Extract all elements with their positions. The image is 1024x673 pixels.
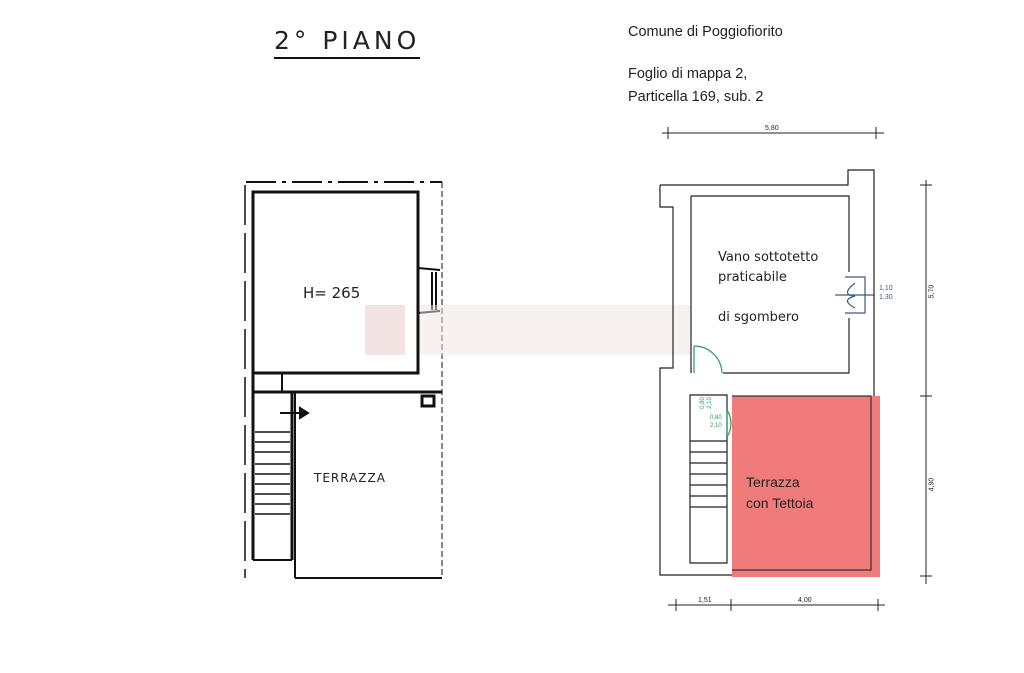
municipality-label: Comune di Poggiofiorito bbox=[628, 24, 783, 40]
stair-steps bbox=[255, 431, 290, 515]
dim-right-lower: 4,90 bbox=[928, 477, 936, 492]
room-label-line-1: Vano sottotetto bbox=[718, 250, 819, 265]
window-icon bbox=[835, 276, 875, 314]
room-height-label: H= 265 bbox=[303, 284, 361, 302]
parcel-label: Particella 169, sub. 2 bbox=[628, 89, 764, 105]
dim-top-width: 5,80 bbox=[765, 125, 779, 132]
terrace-label-line-1: Terrazza bbox=[746, 474, 800, 490]
main-room-outline bbox=[251, 190, 420, 375]
entry-arrow-icon bbox=[280, 406, 310, 420]
left-plan bbox=[244, 181, 443, 579]
window-width: 1,10 bbox=[879, 285, 893, 292]
dim-right-upper: 5,70 bbox=[928, 284, 936, 299]
terrace-label-left: TERRAZZA bbox=[314, 471, 386, 485]
right-plan bbox=[659, 127, 932, 611]
stair-steps bbox=[690, 440, 727, 508]
terrace-label-line-2: con Tettoia bbox=[746, 495, 814, 511]
sheet-label: Foglio di mappa 2, bbox=[628, 66, 748, 82]
watermark bbox=[365, 305, 405, 355]
dim-bottom-right: 4,00 bbox=[798, 597, 812, 604]
door-2-width: 0,80 bbox=[710, 415, 722, 421]
terrace-fill bbox=[732, 396, 880, 577]
dimension-lines bbox=[662, 127, 932, 611]
door-2-height: 2,10 bbox=[710, 423, 722, 429]
floor-title: 2° PIANO bbox=[274, 26, 421, 59]
window-height: 1,30 bbox=[879, 294, 893, 301]
room-label-line-3: di sgombero bbox=[718, 310, 799, 325]
door-1-width: 0,80 bbox=[699, 397, 706, 409]
dim-bottom-left: 1,51 bbox=[698, 597, 712, 604]
door-icon bbox=[693, 345, 732, 438]
door-1-height: 2,10 bbox=[706, 397, 713, 409]
pillar bbox=[420, 394, 436, 408]
room-label-line-2: praticabile bbox=[718, 270, 787, 285]
